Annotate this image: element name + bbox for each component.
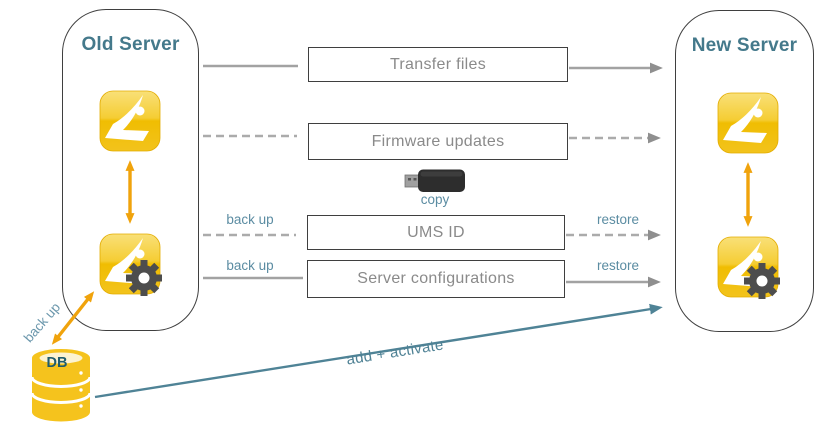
new-server-panel: New Server: [675, 10, 814, 332]
step-box-transfer-files: Transfer files: [308, 47, 568, 82]
old-server-title: Old Server: [81, 34, 180, 55]
server-config-backup-label: back up: [226, 258, 274, 273]
usb-copy-label: copy: [420, 192, 450, 207]
usb-stick-icon: [404, 169, 465, 192]
step-box-firmware-updates: Firmware updates: [308, 123, 568, 160]
old-server-panel: Old Server: [62, 9, 199, 331]
step-label-server-configurations: Server configurations: [357, 270, 515, 287]
step-label-transfer-files: Transfer files: [389, 55, 487, 73]
step-box-server-configurations: Server configurations: [307, 260, 565, 298]
step-label-firmware-updates: Firmware updates: [371, 132, 505, 150]
server-config-restore-label: restore: [596, 258, 640, 273]
add-activate-label: add + activate: [345, 336, 445, 369]
ums-id-restore-label: restore: [596, 212, 640, 227]
ums-id-backup-label: back up: [226, 212, 274, 227]
step-box-ums-id: UMS ID: [307, 215, 565, 250]
db-backup-label: back up: [20, 299, 64, 346]
db-text: DB: [46, 355, 68, 371]
step-label-ums-id: UMS ID: [407, 223, 465, 241]
new-server-title: New Server: [691, 35, 798, 56]
